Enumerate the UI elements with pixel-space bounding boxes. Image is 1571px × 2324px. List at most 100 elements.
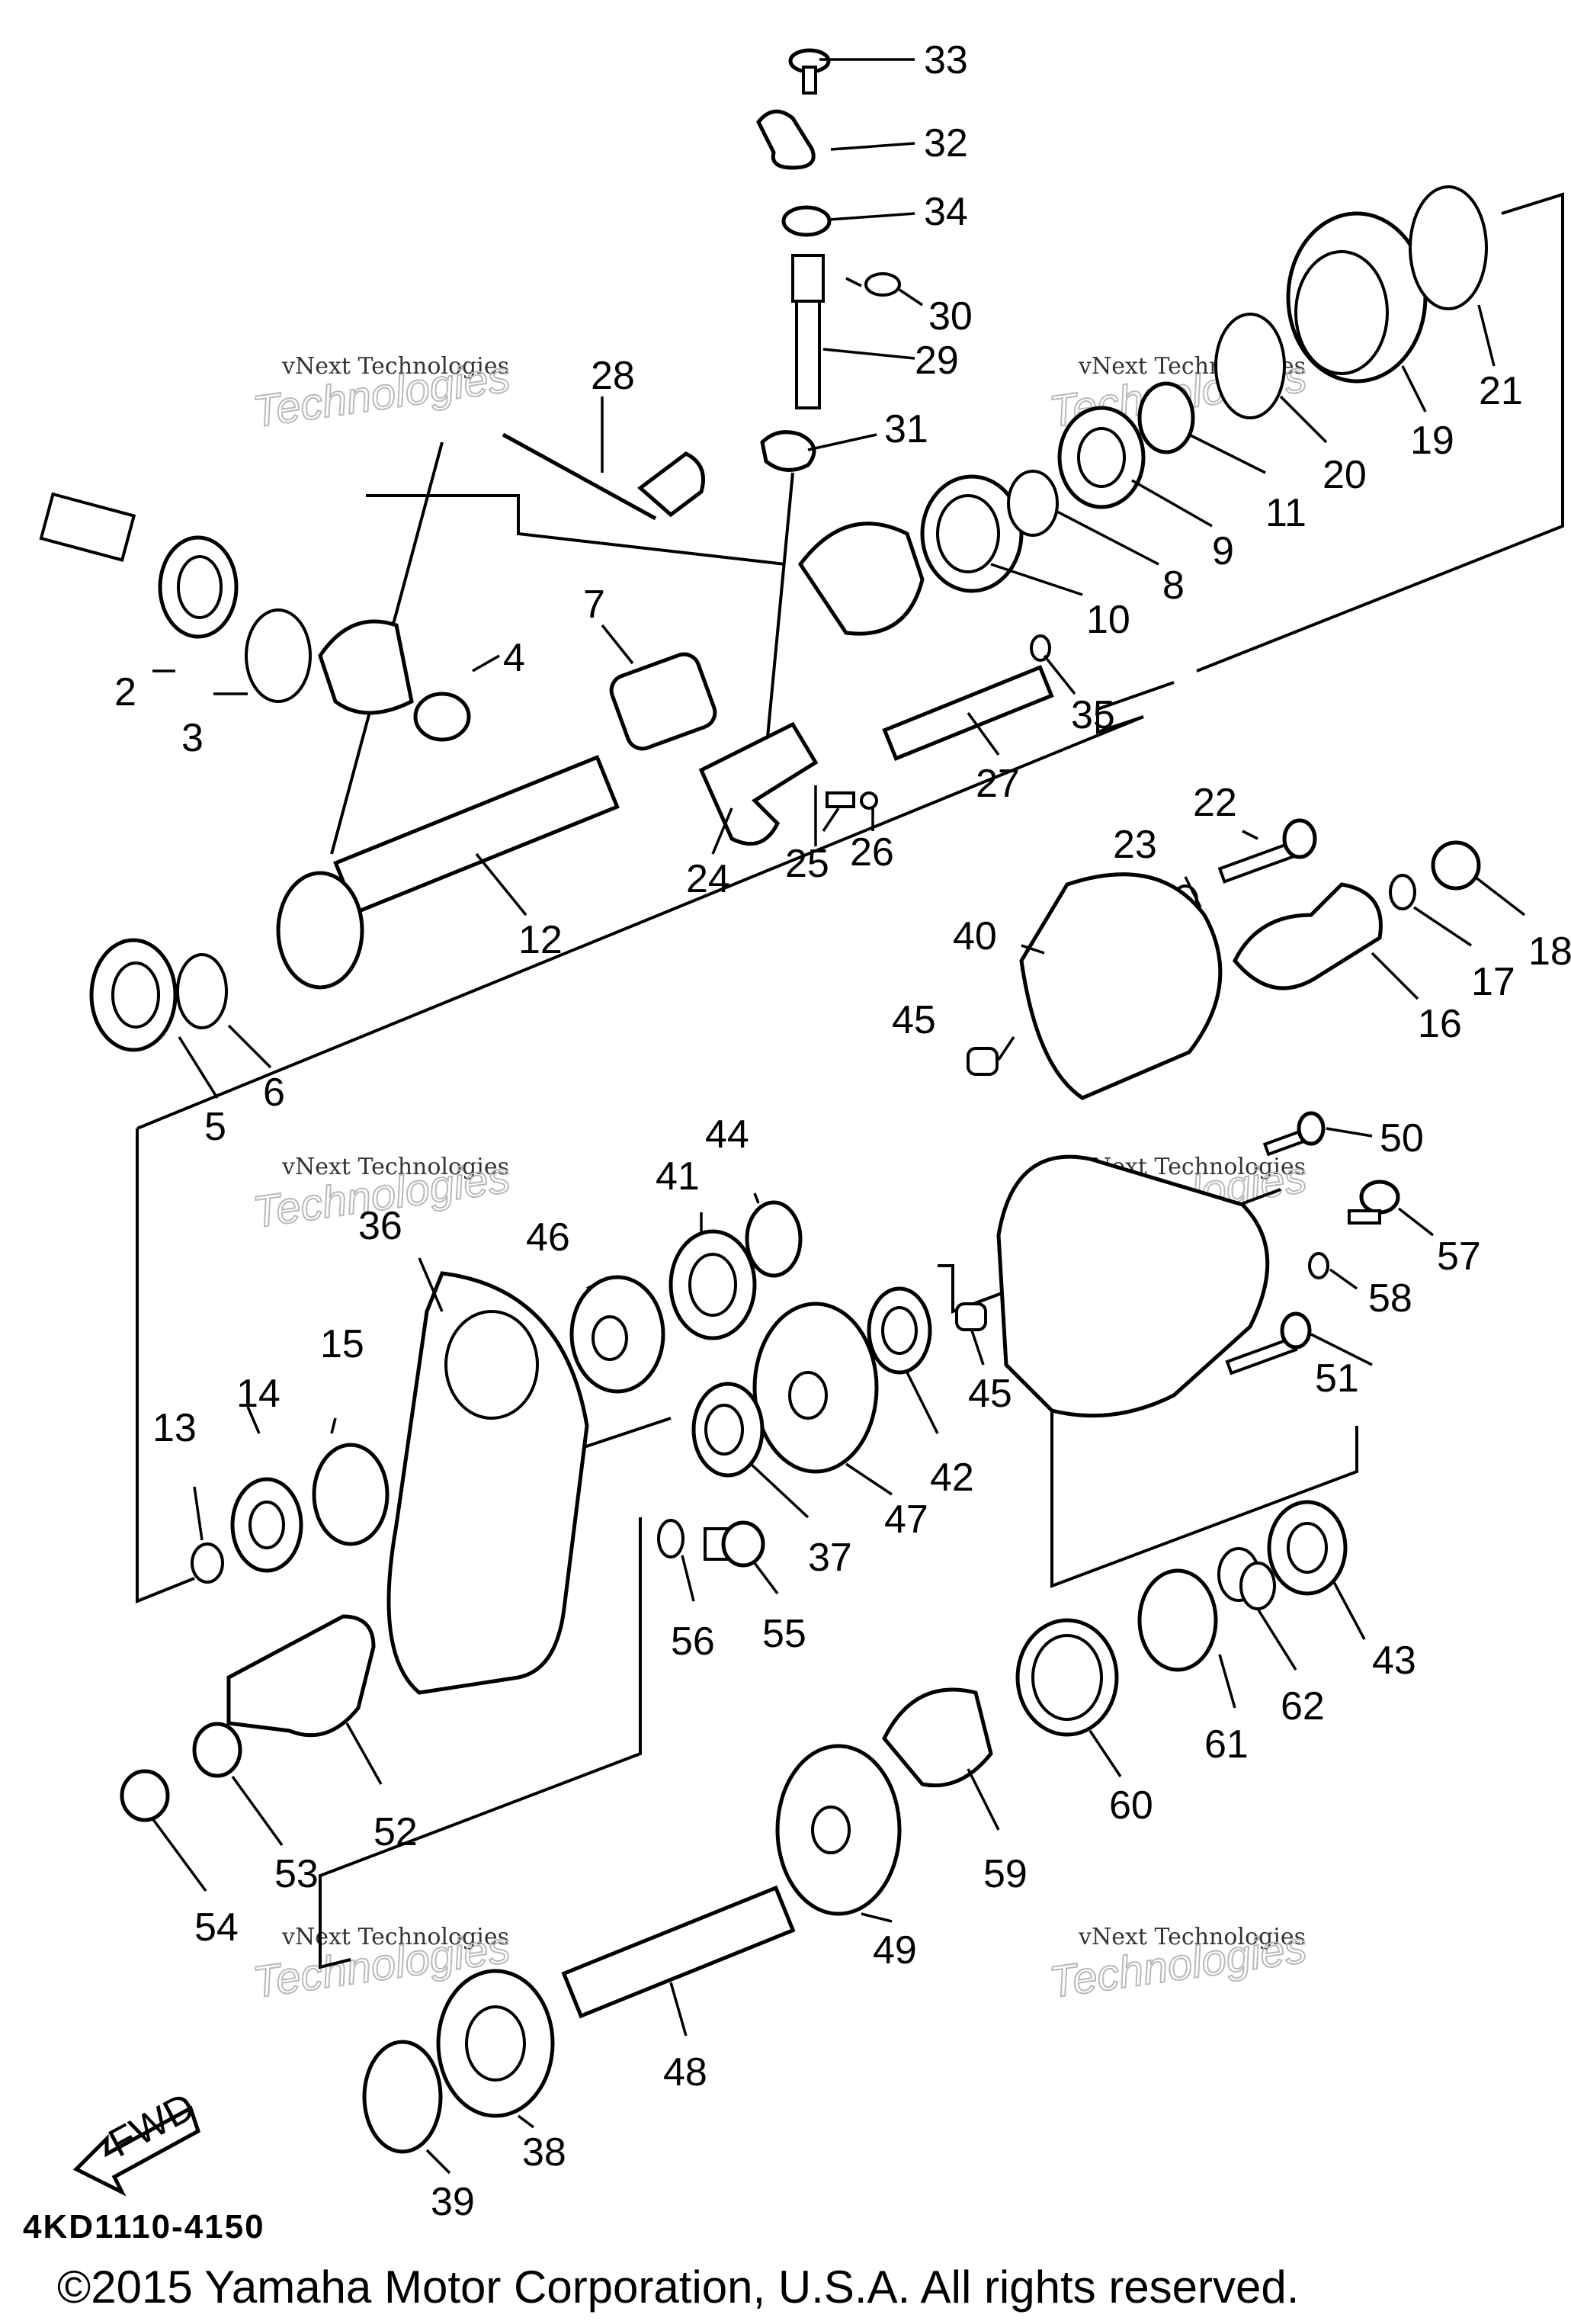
part-bevel-gear	[318, 619, 414, 715]
part-shaft-end	[39, 492, 136, 562]
callout-12: 12	[518, 918, 563, 962]
part-15-nut	[312, 1443, 390, 1546]
watermark-small: vNext Technologies	[1078, 1924, 1306, 1950]
part-41-bearing	[668, 1229, 757, 1340]
part-38-bearing	[436, 1969, 555, 2118]
part-28-shift-rod	[502, 432, 705, 521]
callout-29: 29	[915, 339, 959, 383]
part-33-bolt	[788, 48, 831, 95]
callout-34: 34	[924, 190, 968, 234]
callout-43: 43	[1372, 1639, 1416, 1683]
callout-23: 23	[1113, 823, 1157, 867]
part-48-shaft	[561, 1885, 796, 2019]
watermark-small: vNext Technologies	[281, 1154, 509, 1180]
diagram-code: 4KD1110-4150	[23, 2208, 265, 2245]
part-16-yoke	[1233, 882, 1383, 990]
part-51-bolt	[1225, 1311, 1312, 1375]
callout-35: 35	[1071, 693, 1115, 737]
part-59-cam	[882, 1687, 993, 1788]
copyright-notice: ©2015 Yamaha Motor Corporation, U.S.A. A…	[57, 2261, 1299, 2313]
part-50-bolt	[1262, 1111, 1326, 1157]
callout-8: 8	[1162, 563, 1185, 608]
part-34-seal	[781, 205, 832, 237]
callout-39: 39	[431, 2180, 475, 2224]
callout-50: 50	[1380, 1116, 1424, 1160]
callout-57: 57	[1437, 1234, 1481, 1279]
callout-28: 28	[591, 354, 635, 398]
part-45-dowel	[955, 1302, 987, 1331]
part-62-circlip	[1239, 1562, 1276, 1610]
part-10-bearing-housing	[920, 474, 1024, 593]
callout-41: 41	[656, 1154, 700, 1199]
part-13-washer	[191, 1542, 224, 1584]
callout-42: 42	[930, 1456, 974, 1500]
callout-14: 14	[236, 1372, 281, 1416]
callout-44: 44	[705, 1112, 749, 1157]
callout-32: 32	[924, 121, 968, 165]
part-60-spring	[1015, 1618, 1119, 1737]
part-drive-bevel-gear	[797, 522, 925, 636]
callouts: 33 32 34 30 29 31 28 2 3 4 12 5 6 7 24 2…	[114, 38, 1571, 2224]
part-8-o-ring	[1007, 470, 1059, 537]
parts: FWD	[39, 48, 1488, 2197]
part-44-oil-seal	[745, 1200, 803, 1278]
part-26-ball	[860, 791, 878, 810]
callout-17: 17	[1471, 960, 1515, 1004]
part-22-bolt	[1217, 818, 1317, 884]
part-42-bearing	[867, 1286, 932, 1375]
part-24-shift-fork	[698, 721, 819, 846]
callout-46: 46	[526, 1215, 570, 1260]
callout-6: 6	[263, 1071, 285, 1115]
part-37-bearing	[691, 1382, 765, 1478]
callout-36: 36	[358, 1204, 402, 1248]
part-5-bearing	[89, 938, 178, 1052]
part-58-washer	[1308, 1252, 1329, 1279]
part-2-bearing	[158, 535, 239, 639]
callout-24: 24	[686, 857, 730, 901]
callout-38: 38	[522, 2130, 566, 2175]
part-4-nut	[413, 692, 471, 742]
callout-52: 52	[374, 1810, 418, 1854]
fwd-arrow-icon: FWD	[72, 2085, 202, 2197]
part-40-case-cover	[1019, 872, 1223, 1100]
callout-31: 31	[884, 407, 928, 451]
callout-60: 60	[1109, 1783, 1153, 1828]
part-17-washer	[1389, 874, 1416, 910]
part-46-gear	[569, 1275, 665, 1394]
callout-2: 2	[114, 670, 136, 714]
part-56-washer	[657, 1519, 685, 1558]
callout-49: 49	[873, 1928, 917, 1973]
part-18-nut	[1431, 840, 1481, 891]
callout-45-lower: 45	[968, 1372, 1012, 1416]
part-47-gear	[752, 1302, 879, 1474]
part-43-bearing	[1267, 1500, 1348, 1596]
callout-22: 22	[1193, 781, 1237, 825]
callout-59: 59	[983, 1852, 1028, 1896]
part-52-yoke	[226, 1614, 376, 1738]
callout-33: 33	[924, 38, 968, 82]
callout-40: 40	[953, 914, 997, 958]
callout-16: 16	[1418, 1002, 1462, 1046]
callout-62: 62	[1281, 1684, 1325, 1729]
callout-45: 45	[892, 998, 936, 1042]
callout-55: 55	[762, 1612, 806, 1656]
callout-58: 58	[1368, 1276, 1412, 1321]
callout-53: 53	[274, 1852, 319, 1896]
part-9-bearing	[1057, 406, 1146, 509]
callout-27: 27	[976, 762, 1020, 806]
callout-25: 25	[785, 842, 829, 886]
callout-11: 11	[1265, 491, 1306, 535]
callout-37: 37	[808, 1536, 852, 1580]
callout-56: 56	[671, 1619, 715, 1664]
callout-21: 21	[1479, 369, 1523, 413]
part-6-o-ring	[176, 953, 228, 1029]
callout-26: 26	[850, 830, 894, 875]
part-20-o-ring	[1214, 313, 1286, 419]
part-30-circlip	[864, 272, 901, 297]
part-39-oil-seal	[362, 2040, 443, 2154]
callout-18: 18	[1528, 929, 1571, 974]
callout-47: 47	[884, 1497, 928, 1542]
part-21-o-ring	[1409, 185, 1488, 310]
part-29-shift-shaft	[791, 254, 825, 409]
